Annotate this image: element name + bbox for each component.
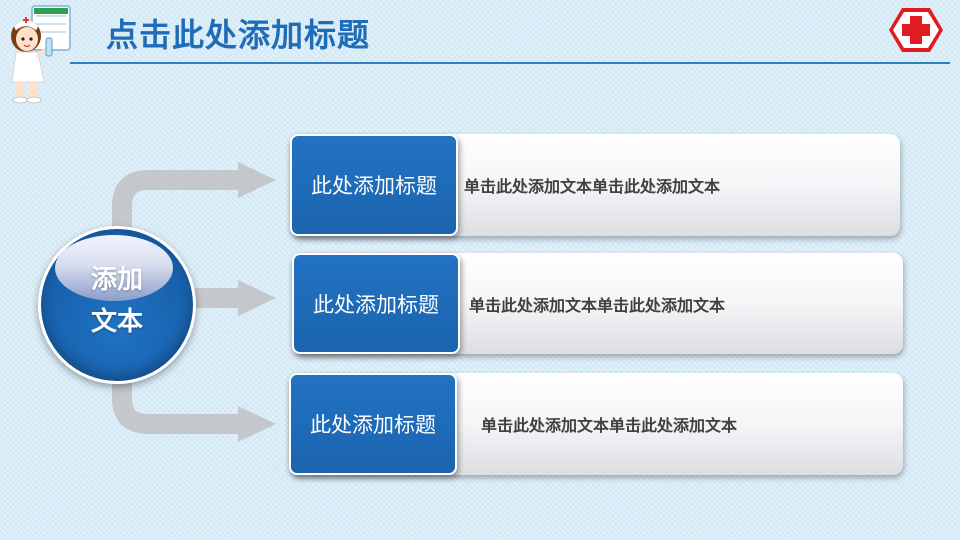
nurse-mascot-icon	[11, 5, 71, 104]
hub-label-line2: 文本	[90, 307, 143, 337]
row-text: 单击此处添加文本单击此处添加文本	[464, 177, 721, 196]
row-title-tab: 此处添加标题	[289, 373, 457, 475]
row-title: 此处添加标题	[310, 413, 436, 437]
header-divider	[70, 62, 950, 64]
hub-circle: 添加 文本	[38, 226, 196, 384]
hub-gloss	[55, 235, 173, 301]
row-text: 单击此处添加文本单击此处添加文本	[469, 295, 726, 315]
row-title: 此处添加标题	[311, 174, 437, 198]
content-row-2: 此处添加标题 单击此处添加文本单击此处添加文本	[292, 253, 903, 354]
row-title-tab: 此处添加标题	[292, 253, 460, 354]
row-text: 单击此处添加文本单击此处添加文本	[481, 416, 738, 435]
page-title: 点击此处添加标题	[106, 16, 371, 54]
content-row-3: 此处添加标题 单击此处添加文本单击此处添加文本	[289, 373, 903, 475]
row-title: 此处添加标题	[313, 292, 439, 317]
hub-label: 添加 文本	[41, 259, 193, 343]
row-title-tab: 此处添加标题	[290, 134, 458, 236]
content-row-1: 此处添加标题 单击此处添加文本单击此处添加文本	[290, 134, 900, 236]
medical-cross-icon	[889, 8, 943, 52]
hub-label-line1: 添加	[90, 265, 143, 295]
